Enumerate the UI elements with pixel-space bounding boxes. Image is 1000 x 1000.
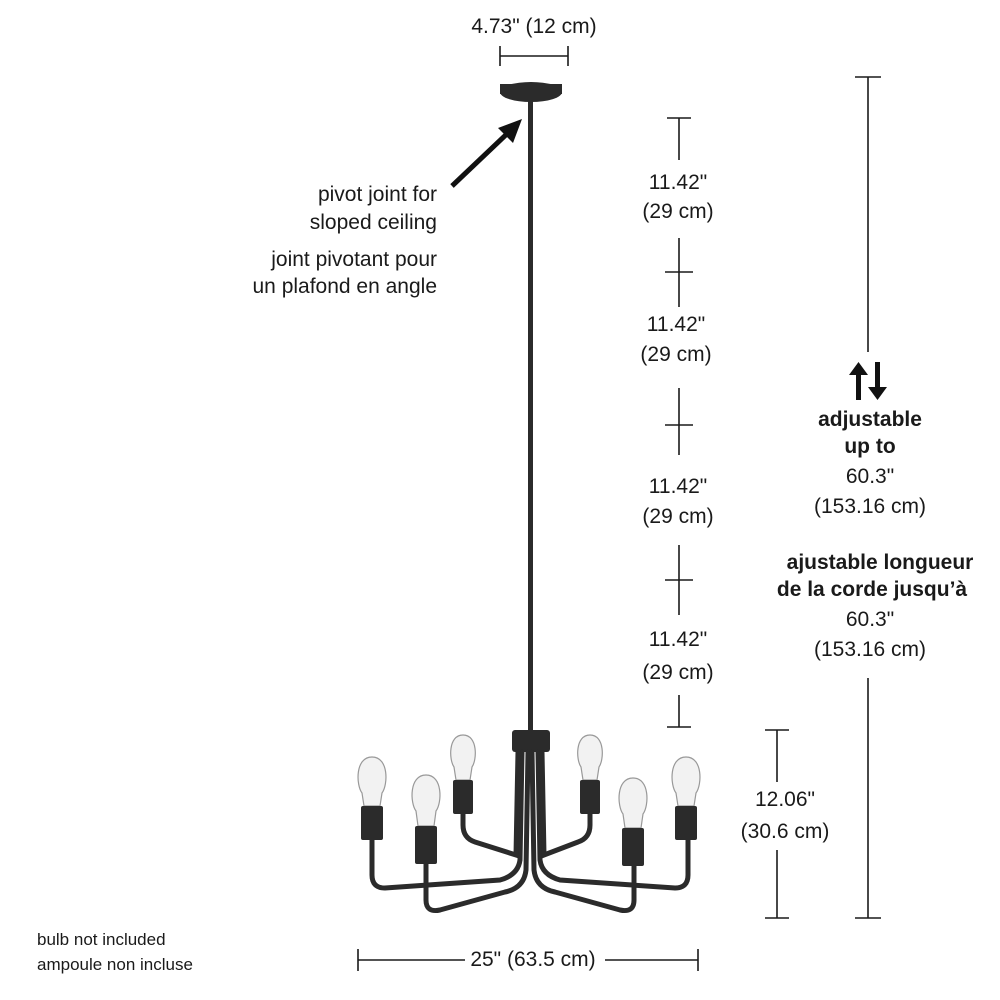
up-down-arrows-icon (849, 362, 887, 400)
fixture-width-dimension-line (357, 949, 699, 971)
fixture-height-inches: 12.06" (754, 788, 816, 811)
bulb-note-en: bulb not included (37, 930, 166, 949)
pivot-note-fr-line1: joint pivotant pour (271, 248, 437, 271)
pivot-note-fr-line2: un plafond en angle (252, 275, 438, 298)
adjustable-fr-line2: de la corde jusqu’à (776, 578, 968, 601)
rod-segment-4-inches: 11.42" (648, 628, 708, 651)
rod-segment-1-cm: (29 cm) (642, 200, 714, 223)
adjustable-length-dimension-line (855, 76, 881, 919)
chandelier-illustration (357, 82, 701, 913)
rod-segment-1-inches: 11.42" (648, 171, 708, 194)
fixture-height-cm: (30.6 cm) (740, 820, 830, 843)
adjustable-en-cm: (153.16 cm) (813, 495, 927, 518)
adjustable-fr-line1: ajustable longueur (786, 551, 974, 574)
adjustable-en-line2: up to (844, 435, 896, 458)
adjustable-en-inches: 60.3" (845, 465, 895, 488)
adjustable-fr-cm: (153.16 cm) (813, 638, 927, 661)
rod-segment-4-cm: (29 cm) (642, 661, 714, 684)
rod-segment-3-cm: (29 cm) (642, 505, 714, 528)
canopy-width-dimension-line (499, 46, 569, 66)
rod-segment-2-cm: (29 cm) (640, 343, 712, 366)
adjustable-fr-inches: 60.3" (845, 608, 895, 631)
rod-segment-dimension-line (665, 117, 693, 728)
rod-segment-3-inches: 11.42" (648, 475, 708, 498)
pivot-pointer-arrow (450, 119, 522, 188)
canopy-width-label: 4.73" (12 cm) (471, 15, 597, 38)
rod-segment-2-inches: 11.42" (646, 313, 706, 336)
pivot-note-en-line1: pivot joint for (317, 183, 437, 206)
fixture-height-dimension-line (765, 729, 789, 919)
pivot-note-en-line2: sloped ceiling (309, 211, 437, 234)
fixture-width-label: 25" (63.5 cm) (470, 948, 596, 971)
adjustable-en-line1: adjustable (818, 408, 922, 431)
bulb-note-fr: ampoule non incluse (37, 955, 193, 974)
